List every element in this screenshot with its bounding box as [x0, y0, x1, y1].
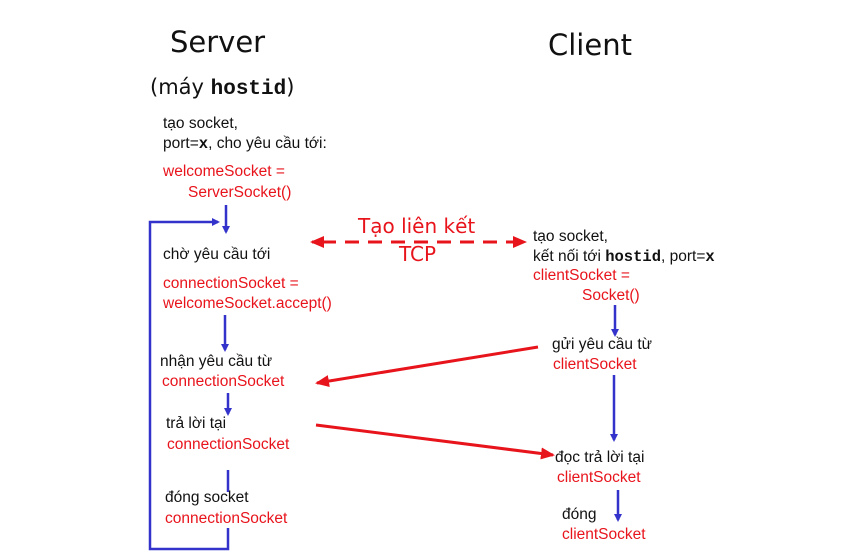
welcome-socket-line1: welcomeSocket = [163, 163, 285, 180]
client-title: Client [548, 28, 632, 62]
tcp-label-line1: Tạo liên kết [358, 214, 476, 238]
connect-mid: , port= [661, 248, 706, 265]
server-receive-line2: connectionSocket [162, 373, 285, 390]
host-prefix: (máy [150, 75, 211, 99]
server-close-line2: connectionSocket [165, 510, 288, 527]
client-socket-line1: clientSocket = [533, 267, 630, 284]
host-suffix: ) [286, 75, 295, 99]
port-var: x [198, 135, 209, 153]
server-reply-line1: trả lời tại [166, 415, 227, 432]
server-loop-arrow [148, 218, 230, 551]
server-host-label: (máy hostid) [150, 75, 295, 101]
client-read-line1: đọc trả lời tại [555, 449, 645, 466]
server-reply-line2: connectionSocket [167, 436, 290, 453]
port-suffix: , cho yêu cầu tới: [208, 135, 327, 152]
server-receive-line1: nhận yêu cầu từ [160, 353, 273, 370]
reply-arrow [315, 423, 555, 460]
client-send-line1: gửi yêu cầu từ [552, 336, 653, 353]
connect-host: hostid [605, 248, 662, 266]
accept-line2: welcomeSocket.accept() [163, 295, 332, 312]
client-socket-line2: Socket() [582, 287, 640, 304]
server-create-line2: port=x, cho yêu cầu tới: [163, 134, 327, 154]
welcome-socket-line2: ServerSocket() [188, 184, 292, 201]
server-title: Server [170, 25, 266, 59]
accept-line1: connectionSocket = [163, 275, 299, 292]
connect-port: x [705, 248, 715, 266]
client-send-line2: clientSocket [553, 356, 637, 373]
client-close-line2: clientSocket [562, 526, 646, 543]
client-close-line1: đóng [562, 506, 597, 523]
server-wait: chờ yêu cầu tới [163, 246, 271, 263]
client-connect-line: kết nối tới hostid, port=x [533, 247, 715, 267]
server-create-line1: tạo socket, [163, 115, 238, 132]
host-name: hostid [210, 78, 287, 101]
tcp-label-line2: TCP [399, 242, 437, 266]
port-prefix: port= [163, 135, 199, 152]
request-arrow [315, 345, 539, 387]
client-create-line1: tạo socket, [533, 228, 608, 245]
connect-prefix: kết nối tới [533, 248, 606, 265]
server-close-line1: đóng socket [165, 489, 249, 506]
client-read-line2: clientSocket [557, 469, 641, 486]
